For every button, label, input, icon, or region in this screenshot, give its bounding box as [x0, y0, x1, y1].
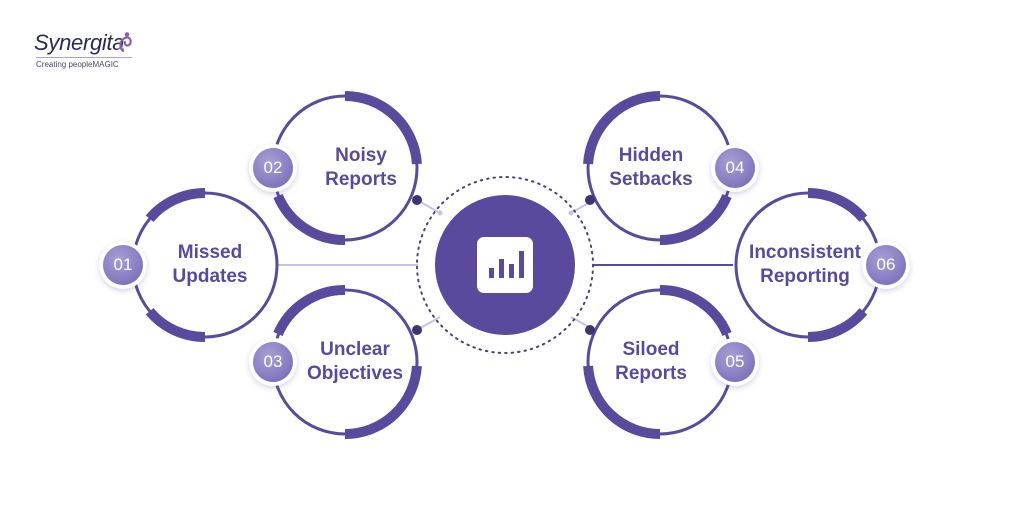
connector-dots — [412, 195, 595, 335]
bar-chart-icon — [477, 237, 533, 293]
brand-tagline: Creating peopleMAGIC — [36, 57, 132, 69]
connector-dot-center-right — [568, 210, 574, 216]
item-label-04-line1: Hidden — [618, 145, 684, 166]
item-label-01-line2: Updates — [172, 266, 248, 287]
item-label-02-line2: Reports — [325, 169, 397, 190]
item-label-02: Noisy Reports — [286, 144, 436, 192]
brand-logo: Synergita Creating peopleMAGIC — [34, 32, 132, 69]
item-label-01: Missed Updates — [135, 241, 285, 289]
item-label-01-line1: Missed — [177, 242, 243, 263]
item-label-05-line1: Siloed — [622, 339, 680, 360]
item-label-04: Hidden Setbacks — [576, 144, 726, 192]
item-badge-01: 01 — [103, 245, 143, 285]
item-label-06-line1: Inconsistent — [749, 242, 861, 263]
item-circle-04 — [583, 91, 734, 246]
item-label-03: Unclear Objectives — [280, 338, 430, 386]
connector-dot-04 — [585, 195, 595, 205]
item-label-04-line2: Setbacks — [609, 169, 693, 190]
item-badge-06: 06 — [866, 245, 906, 285]
item-label-05-line2: Reports — [615, 363, 687, 384]
item-badge-04: 04 — [715, 148, 755, 188]
item-label-02-line1: Noisy — [335, 145, 387, 166]
connector-dot-03 — [412, 325, 422, 335]
item-badge-03: 03 — [253, 342, 293, 382]
item-label-03-line2: Objectives — [306, 363, 404, 384]
item-badge-02: 02 — [253, 148, 293, 188]
brand-name: Synergita — [34, 30, 125, 55]
item-label-06-line2: Reporting — [760, 266, 850, 287]
connector-dot-center-left — [437, 210, 443, 216]
item-circle-06 — [734, 187, 882, 343]
brand-swirl-icon — [119, 32, 132, 53]
hub-dotted-ring — [416, 176, 594, 354]
item-label-06: Inconsistent Reporting — [730, 241, 880, 289]
item-badge-05: 05 — [715, 342, 755, 382]
connector-dot-02 — [412, 195, 422, 205]
connector-dot-05 — [585, 325, 595, 335]
item-label-05: Siloed Reports — [576, 338, 726, 386]
item-label-03-line1: Unclear — [320, 339, 390, 360]
